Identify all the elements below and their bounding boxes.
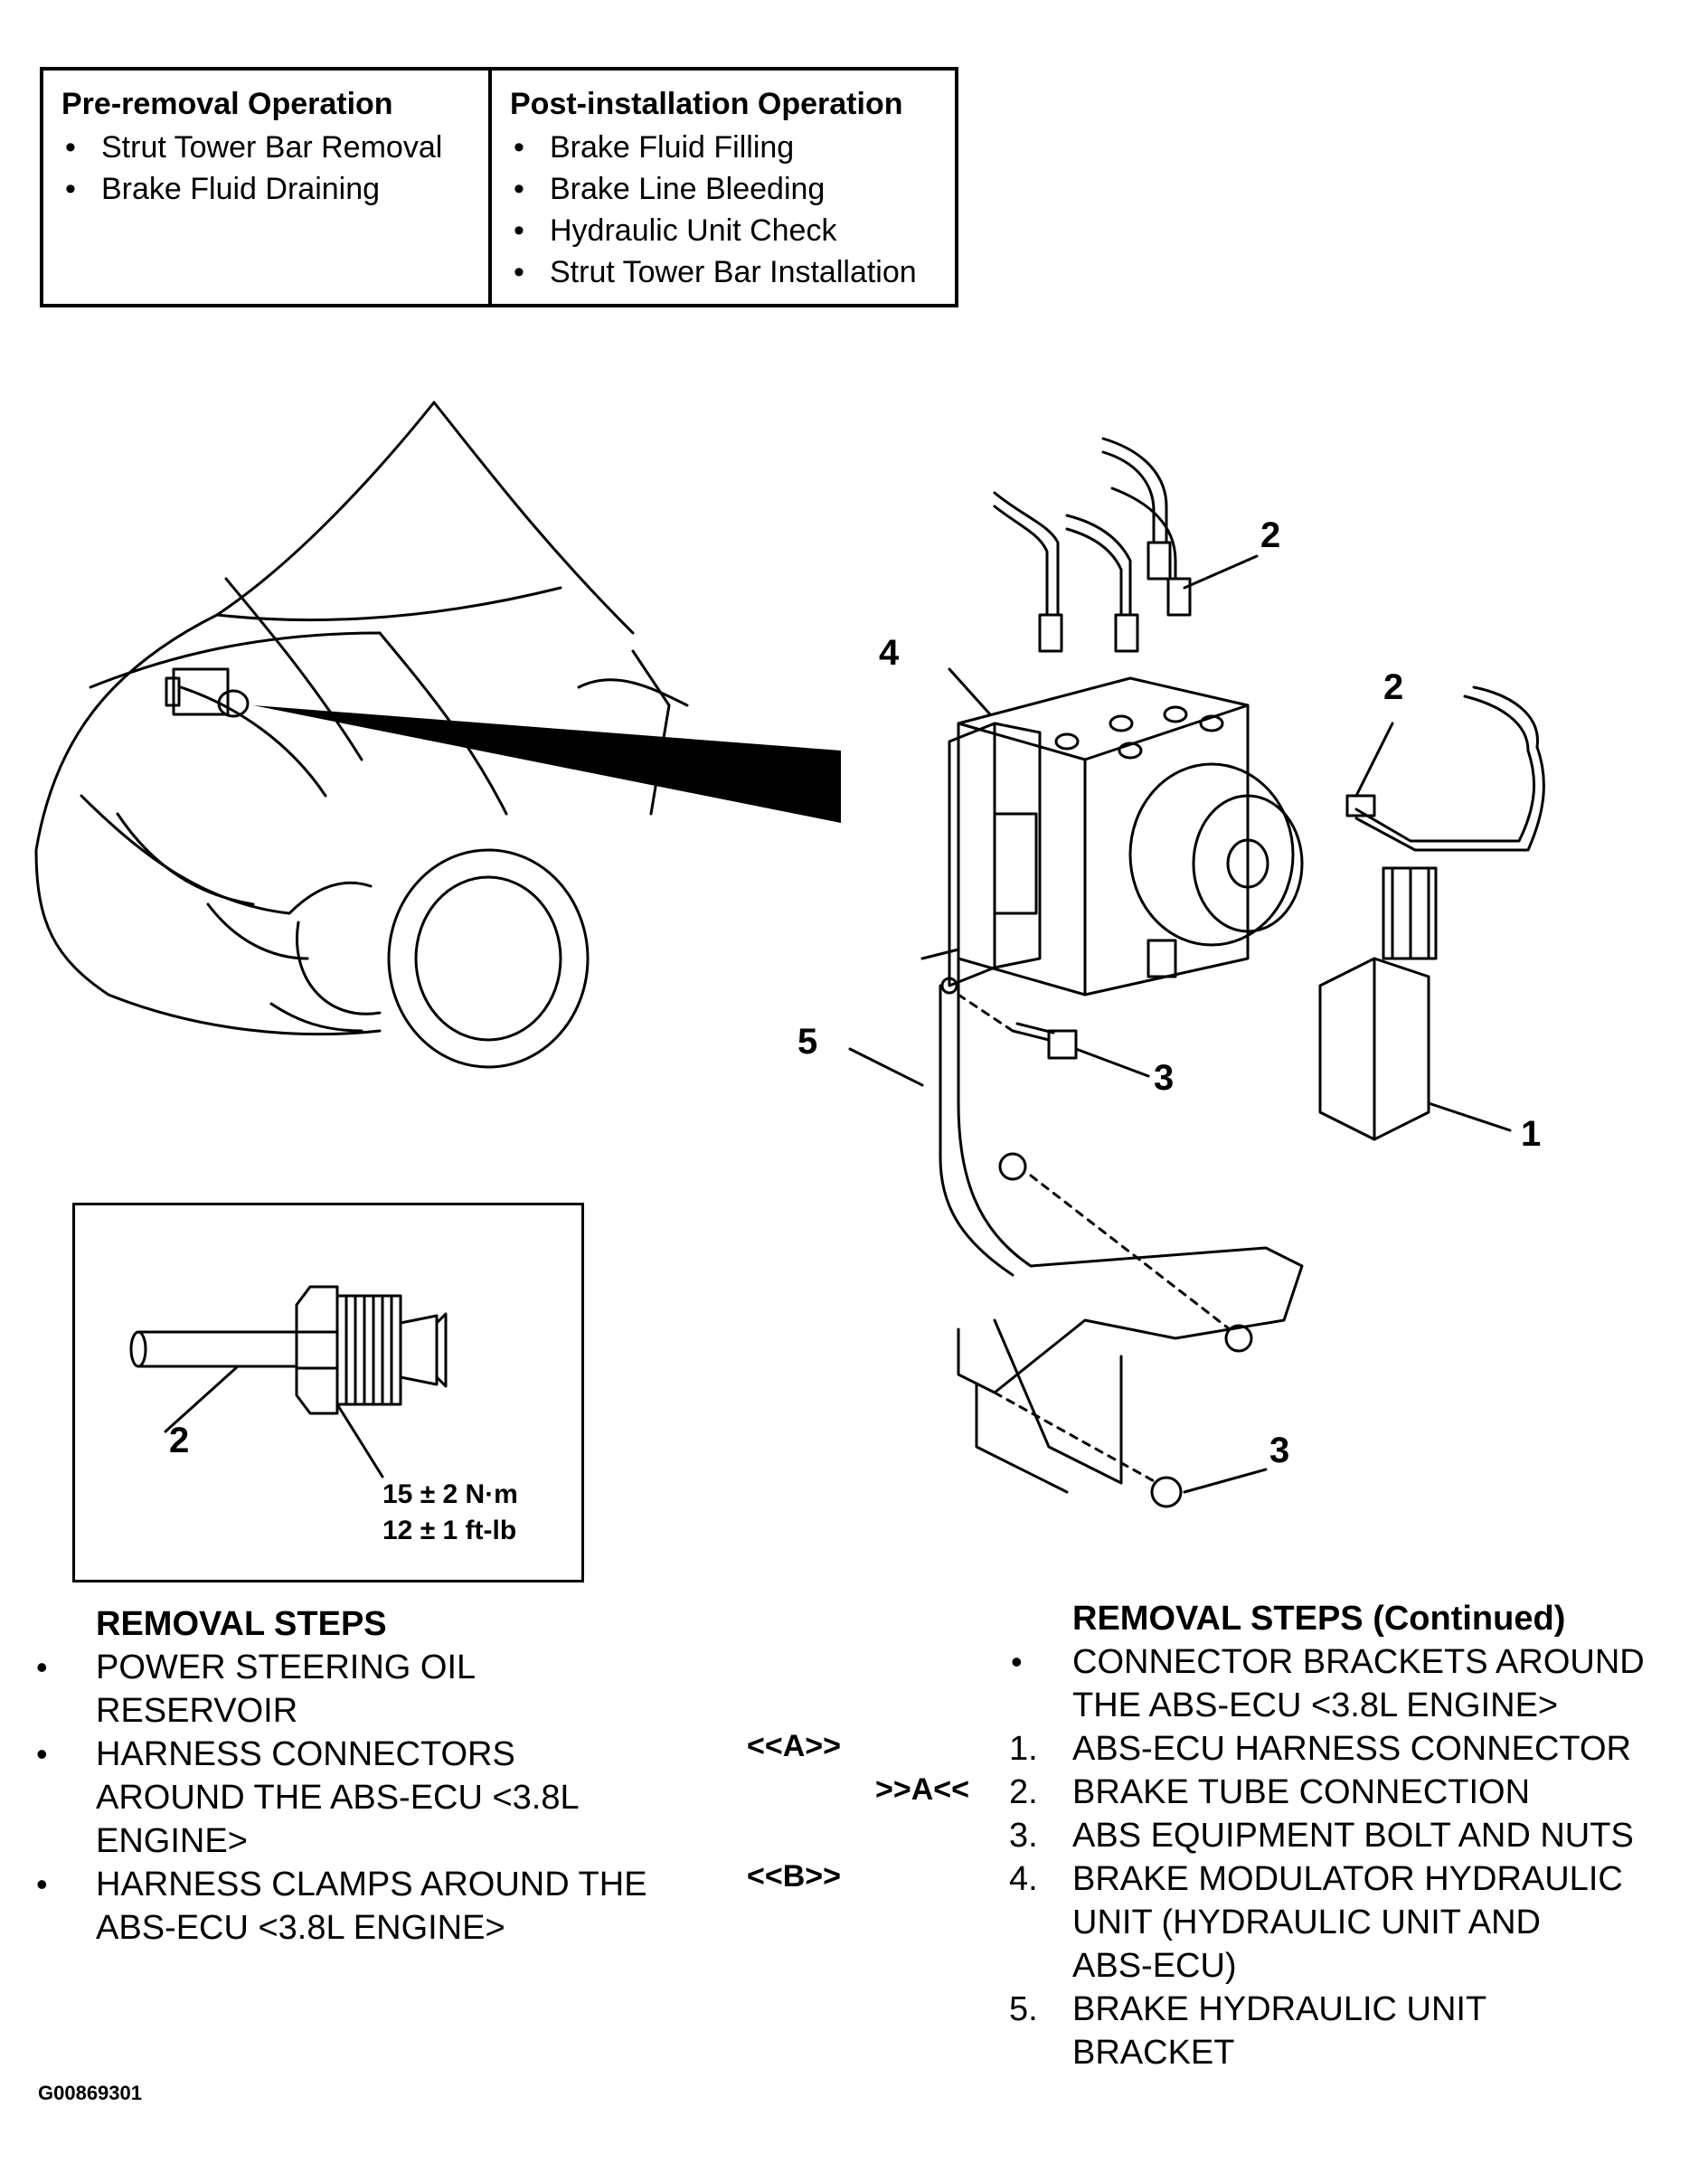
pre-removal-title: Pre-removal Operation — [61, 87, 393, 121]
step-line: HARNESS CONNECTORS — [96, 1735, 515, 1773]
callout-2-upper: 2 — [1260, 515, 1281, 555]
removal-steps-heading: REMOVAL STEPS — [96, 1605, 387, 1643]
removal-step: • CONNECTOR BRACKETS AROUND THE ABS-ECU … — [1009, 1640, 1696, 1727]
callout-2-right: 2 — [1383, 667, 1404, 707]
operations-table: Pre-removal Operation Strut Tower Bar Re… — [40, 67, 958, 307]
torque-inset: 2 15 ± 2 N·m 12 ± 1 ft-lb — [72, 1203, 584, 1582]
bullet-icon: • — [1011, 1643, 1023, 1680]
step-line: UNIT (HYDRAULIC UNIT AND — [1072, 1903, 1541, 1941]
callout-3-lower: 3 — [1269, 1431, 1290, 1470]
post-installation-column: Post-installation Operation Brake Fluid … — [492, 71, 955, 304]
step-line: ABS EQUIPMENT BOLT AND NUTS — [1072, 1817, 1634, 1855]
removal-step-4: 4. BRAKE MODULATOR HYDRAULIC UNIT (HYDRA… — [1009, 1857, 1696, 1988]
step-line: ABS-ECU <3.8L ENGINE> — [96, 1909, 505, 1947]
callout-3-upper: 3 — [1154, 1058, 1175, 1098]
step-line: POWER STEERING OIL — [96, 1648, 477, 1686]
post-installation-title: Post-installation Operation — [510, 87, 903, 121]
car-drawing — [34, 401, 689, 1069]
callout-1: 1 — [1521, 1114, 1542, 1154]
bullet-icon: • — [36, 1866, 48, 1903]
callout-4: 4 — [879, 633, 900, 673]
step-number: 3. — [1009, 1817, 1038, 1855]
step-line: BRAKE HYDRAULIC UNIT — [1072, 1990, 1487, 2028]
pre-removal-item: Brake Fluid Draining — [61, 168, 470, 210]
post-installation-item: Brake Line Bleeding — [510, 168, 937, 210]
removal-step-2: 2. BRAKE TUBE CONNECTION — [1009, 1771, 1696, 1814]
figure-id: G00869301 — [38, 2082, 142, 2104]
torque-ftlb: 12 ± 1 ft-lb — [382, 1516, 517, 1545]
removal-steps-continued-heading: REMOVAL STEPS (Continued) — [1072, 1600, 1566, 1638]
removal-step-1: 1. ABS-ECU HARNESS CONNECTOR — [1009, 1727, 1696, 1771]
step-line: ABS-ECU HARNESS CONNECTOR — [1072, 1730, 1631, 1768]
bullet-icon: • — [36, 1648, 48, 1686]
removal-steps-continued: REMOVAL STEPS (Continued) • CONNECTOR BR… — [1009, 1597, 1696, 2074]
step-line: ABS-ECU) — [1072, 1947, 1237, 1985]
post-installation-item: Brake Fluid Filling — [510, 127, 937, 168]
marker-b-removal: <<B>> — [747, 1859, 841, 1894]
inset-callout-2: 2 — [169, 1421, 190, 1460]
abs-unit-illustration — [34, 401, 1545, 1508]
flare-nut-drawing — [129, 1285, 448, 1478]
step-number: 5. — [1009, 1990, 1038, 2028]
bolts-and-nuts — [998, 1022, 1253, 1508]
torque-nm: 15 ± 2 N·m — [382, 1479, 518, 1509]
step-line: ENGINE> — [96, 1822, 248, 1860]
step-line: HARNESS CLAMPS AROUND THE — [96, 1866, 647, 1903]
step-line: AROUND THE ABS-ECU <3.8L — [96, 1779, 580, 1817]
step-line: BRACKET — [1072, 2034, 1235, 2072]
hydraulic-unit-body — [948, 676, 1304, 997]
marker-a-install: >>A<< — [875, 1772, 969, 1807]
callout-5: 5 — [797, 1022, 818, 1062]
torque-spec: 15 ± 2 N·m 12 ± 1 ft-lb — [382, 1477, 518, 1549]
removal-step-3: 3. ABS EQUIPMENT BOLT AND NUTS — [1009, 1814, 1696, 1857]
zoom-pointer — [253, 705, 841, 823]
pre-removal-item: Strut Tower Bar Removal — [61, 127, 470, 168]
step-line: THE ABS-ECU <3.8L ENGINE> — [1072, 1686, 1559, 1724]
harness-connector — [1318, 866, 1438, 1141]
leader-lines — [848, 554, 1512, 1494]
step-number: 4. — [1009, 1860, 1038, 1898]
removal-step: • HARNESS CLAMPS AROUND THE ABS-ECU <3.8… — [36, 1863, 687, 1950]
post-installation-item: Hydraulic Unit Check — [510, 210, 937, 251]
post-installation-item: Strut Tower Bar Installation — [510, 251, 937, 293]
brake-tubes — [993, 437, 1545, 852]
removal-step: • HARNESS CONNECTORS AROUND THE ABS-ECU … — [36, 1733, 687, 1863]
removal-step-5: 5. BRAKE HYDRAULIC UNIT BRACKET — [1009, 1988, 1696, 2074]
abs-bracket — [920, 948, 1304, 1494]
pre-removal-column: Pre-removal Operation Strut Tower Bar Re… — [43, 71, 492, 304]
removal-step: • POWER STEERING OIL RESERVOIR — [36, 1646, 687, 1733]
step-line: RESERVOIR — [96, 1692, 298, 1730]
step-line: BRAKE MODULATOR HYDRAULIC — [1072, 1860, 1623, 1898]
abs-location-icon — [165, 667, 250, 718]
step-line: CONNECTOR BRACKETS AROUND — [1072, 1643, 1645, 1681]
removal-steps: REMOVAL STEPS • POWER STEERING OIL RESER… — [36, 1602, 687, 1950]
step-number: 1. — [1009, 1730, 1038, 1768]
step-line: BRAKE TUBE CONNECTION — [1072, 1773, 1531, 1811]
marker-a-removal: <<A>> — [747, 1729, 841, 1763]
bullet-icon: • — [36, 1735, 48, 1772]
step-number: 2. — [1009, 1773, 1038, 1811]
